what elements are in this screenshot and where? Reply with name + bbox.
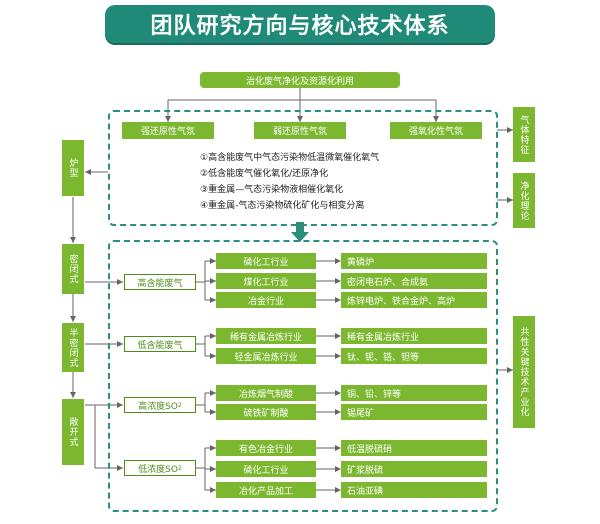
research-list: ①高含能废气中气态污染物低温微氧催化氧气 ②低含能废气催化氧化/还原净化 ③重金… [200, 150, 490, 214]
research-item: ②低含能废气催化氧化/还原净化 [200, 169, 329, 179]
industry-box: 轻金属冶炼行业 [216, 348, 316, 364]
atmosphere-weak-reducing: 弱还原性气氛 [254, 122, 346, 139]
industry-box: 冶金行业 [216, 292, 316, 308]
application-box: 低温脱硫硝 [341, 440, 487, 456]
industry-box: 硫铁矿制酸 [216, 404, 316, 420]
application-box: 铜、铅、锌等 [341, 385, 487, 401]
page-title: 团队研究方向与核心技术体系 [105, 5, 495, 43]
industry-box: 磷化工行业 [216, 461, 316, 477]
research-item: ①高含能废气中气态污染物低温微氧催化氧气 [200, 153, 380, 163]
application-box: 钛、铌、锆、钽等 [341, 348, 487, 364]
industry-box: 有色冶金行业 [216, 440, 316, 456]
common-tech-label: 共性关键技术产业化 [513, 316, 535, 428]
down-arrow-icon [291, 222, 309, 242]
industry-box: 冶化产品加工 [216, 482, 316, 498]
research-item: ④重金属-气态污染物硫化矿化与相变分离 [200, 201, 365, 211]
atmosphere-strong-oxidizing: 强氧化性气氛 [390, 122, 482, 139]
gas-features-label: 气体特征 [513, 107, 535, 162]
top-topic-box: 治化废气净化及资源化利用 [200, 72, 400, 88]
group-high-energy-gas: 高含能废气 [124, 274, 196, 290]
industry-box: 冶炼烟气制酸 [216, 385, 316, 401]
application-box: 锡尾矿 [341, 404, 487, 420]
application-area [108, 240, 498, 512]
research-area [108, 110, 498, 226]
application-box: 炼锌电炉、铁合金炉、高炉 [341, 292, 487, 308]
furnace-type-label: 炉型 [62, 140, 84, 196]
application-box: 黄磷炉 [341, 253, 487, 269]
industry-box: 磷化工行业 [216, 253, 316, 269]
industry-box: 稀有金属冶炼行业 [216, 328, 316, 344]
furnace-closed: 密闭式 [62, 244, 84, 294]
purify-theory-label: 净化理论 [513, 173, 535, 228]
application-box: 矿浆脱硫 [341, 461, 487, 477]
furnace-open: 敞开式 [62, 399, 84, 465]
research-item: ③重金属—气态污染物液相催化氧化 [200, 185, 344, 195]
group-low-energy-gas: 低含能废气 [124, 336, 196, 352]
application-box: 石油亚碘 [341, 482, 487, 498]
industry-box: 煤化工行业 [216, 273, 316, 289]
furnace-semi-closed: 半密闭式 [62, 323, 84, 372]
application-box: 稀有金属冶炼行业 [341, 328, 487, 344]
atmosphere-strong-reducing: 强还原性气氛 [122, 122, 214, 139]
application-box: 密闭电石炉、合成氨 [341, 273, 487, 289]
